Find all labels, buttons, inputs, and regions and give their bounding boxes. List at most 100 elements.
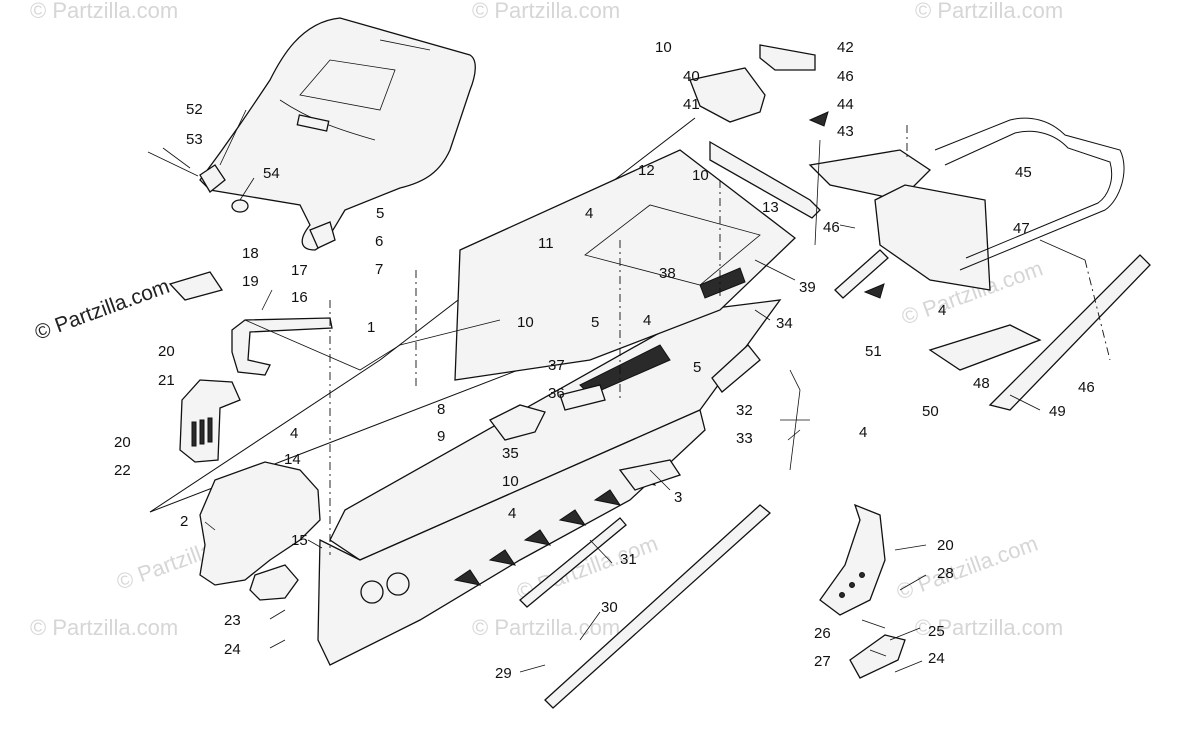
callout-49: 49	[1049, 403, 1066, 420]
callout-4a: 4	[585, 205, 593, 222]
callout-10c: 10	[517, 314, 534, 331]
leader-2	[204, 521, 216, 531]
seat-part	[199, 17, 476, 251]
leader-29	[519, 664, 546, 673]
callout-45: 45	[1015, 164, 1032, 181]
callout-4d: 4	[508, 505, 516, 522]
plate-32	[711, 344, 761, 393]
leader-44	[814, 139, 821, 246]
decal-38	[699, 267, 746, 299]
callout-22: 22	[114, 462, 131, 479]
callout-5c: 5	[693, 359, 701, 376]
seat-panel	[299, 59, 396, 111]
bracket-16	[231, 317, 333, 376]
watermark-bottom-right: © Partzilla.com	[915, 615, 1063, 640]
callout-4c: 4	[290, 425, 298, 442]
leader-24-b	[894, 660, 923, 673]
callout-53: 53	[186, 131, 203, 148]
hole-a	[839, 592, 845, 598]
taillight-45	[874, 184, 991, 291]
leader-52	[219, 109, 247, 166]
callout-43: 43	[837, 123, 854, 140]
seat-front-clip	[199, 164, 226, 193]
callout-24a: 24	[224, 641, 241, 658]
callout-39: 39	[799, 279, 816, 296]
callout-3: 3	[674, 489, 682, 506]
callout-42: 42	[837, 39, 854, 56]
callout-20b: 20	[114, 434, 131, 451]
flap-49	[988, 254, 1151, 411]
callout-34: 34	[776, 315, 793, 332]
tunnel-hole-2	[386, 572, 410, 596]
watermark-top-center: © Partzilla.com	[472, 0, 620, 23]
callout-8: 8	[437, 401, 445, 418]
callout-26: 26	[814, 625, 831, 642]
callout-31: 31	[620, 551, 637, 568]
callout-10b: 10	[692, 167, 709, 184]
hitch-51	[928, 324, 1042, 371]
bar-13	[709, 140, 821, 219]
callout-46a: 46	[837, 68, 854, 85]
callout-35: 35	[502, 445, 519, 462]
slot-3	[207, 417, 213, 443]
slot-2	[199, 419, 205, 445]
rod-30	[544, 504, 772, 709]
arrow-2	[863, 283, 885, 299]
callout-38: 38	[659, 265, 676, 282]
bumper-47-inner	[944, 130, 1113, 259]
leader-20-c	[894, 544, 927, 551]
callout-18: 18	[242, 245, 259, 262]
callout-4e: 4	[859, 424, 867, 441]
callout-4b: 4	[643, 312, 651, 329]
footrest-26	[819, 503, 886, 616]
callout-4f: 4	[938, 302, 946, 319]
callout-14: 14	[284, 451, 301, 468]
callout-41: 41	[683, 96, 700, 113]
leader-15	[307, 539, 323, 549]
watermark-diag-5: © Partzilla.com	[893, 531, 1041, 605]
plate-3	[618, 459, 682, 491]
cutout-4	[558, 509, 587, 526]
callout-52: 52	[186, 101, 203, 118]
callout-48: 48	[973, 375, 990, 392]
bar-31	[519, 517, 627, 608]
callout-46c: 46	[1078, 379, 1095, 396]
callout-16: 16	[291, 289, 308, 306]
leader-49	[1009, 394, 1041, 411]
watermark-top-right: © Partzilla.com	[915, 0, 1063, 23]
callout-20c: 20	[937, 537, 954, 554]
callout-32: 32	[736, 402, 753, 419]
callout-33: 33	[736, 430, 753, 447]
callout-12: 12	[638, 162, 655, 179]
seat-badge	[296, 114, 330, 132]
cup-25	[849, 634, 906, 679]
part-36	[559, 384, 606, 411]
callout-20a: 20	[158, 343, 175, 360]
bumper-47-outer	[934, 117, 1125, 271]
bolt-53-shaft	[147, 151, 199, 177]
part-42	[759, 44, 816, 71]
callout-5b: 5	[591, 314, 599, 331]
callout-23: 23	[224, 612, 241, 629]
callout-6: 6	[375, 233, 383, 250]
chain-33	[789, 369, 801, 471]
callout-11: 11	[538, 235, 554, 252]
callout-2: 2	[180, 513, 188, 530]
bolt-19	[261, 289, 273, 311]
callout-10a: 10	[655, 39, 672, 56]
tunnel-side	[317, 409, 706, 666]
seat-body	[199, 17, 476, 251]
watermark-bottom-center: © Partzilla.com	[472, 615, 620, 640]
callout-51: 51	[865, 343, 882, 360]
arrow-1	[808, 111, 829, 127]
callout-7: 7	[375, 261, 383, 278]
callout-28: 28	[937, 565, 954, 582]
leader-46-b	[839, 224, 856, 229]
callout-27: 27	[814, 653, 831, 670]
cover-18	[168, 271, 224, 301]
leader-26	[861, 619, 886, 629]
callout-1: 1	[367, 319, 375, 336]
slot-1	[191, 421, 197, 447]
tunnel-panel	[584, 204, 761, 286]
